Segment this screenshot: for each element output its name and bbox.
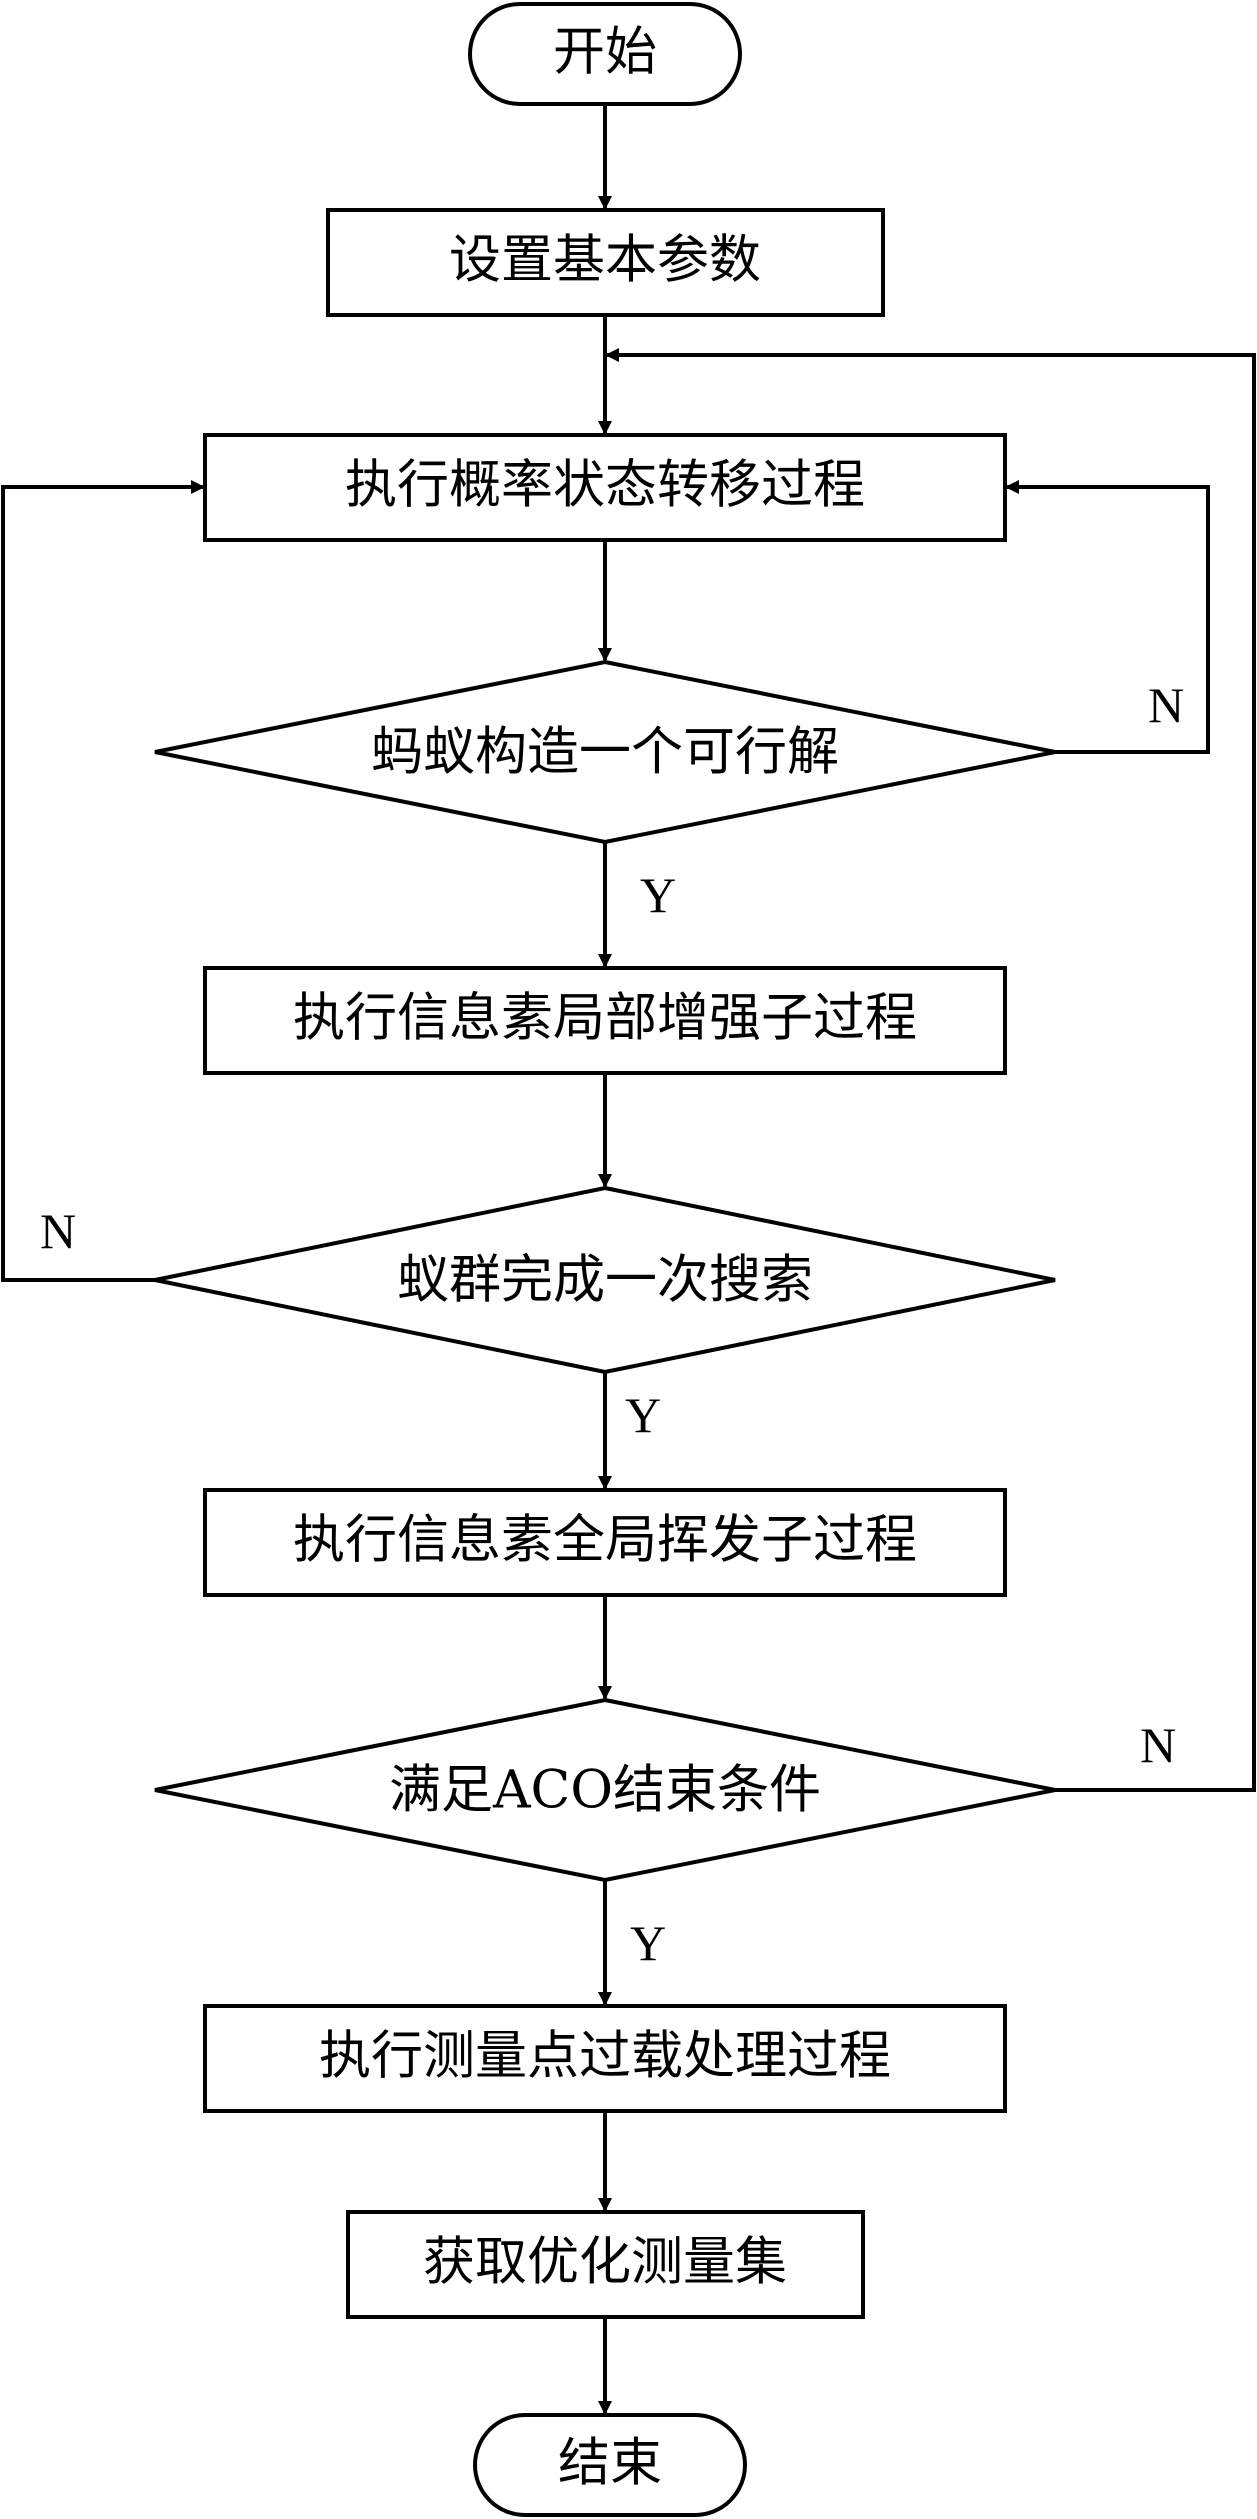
set-params-node: 设置基本参数: [326, 208, 885, 317]
overload-process-node: 执行测量点过载处理过程: [203, 2004, 1007, 2113]
end-condition-yes-label: Y: [630, 1915, 666, 1971]
set-params-label: 设置基本参数: [449, 231, 761, 291]
construct-solution-node: 蚂蚁构造一个可行解: [154, 659, 1056, 845]
overload-process-label: 执行测量点过载处理过程: [319, 2027, 891, 2087]
colony-yes-label: Y: [625, 1387, 661, 1443]
global-evaporate-label: 执行信息素全局挥发子过程: [293, 1511, 917, 1571]
end-condition-label: 满足ACO结束条件: [389, 1761, 821, 1821]
get-measure-set-node: 获取优化测量集: [346, 2210, 865, 2319]
end-node: 结束: [473, 2413, 747, 2517]
global-evaporate-node: 执行信息素全局挥发子过程: [203, 1488, 1007, 1597]
colony-no-label: N: [40, 1203, 76, 1259]
end-condition-no-label: N: [1140, 1717, 1176, 1773]
end-condition-node: 满足ACO结束条件: [154, 1697, 1056, 1883]
start-node: 开始: [468, 2, 742, 106]
local-enhance-node: 执行信息素局部增强子过程: [203, 966, 1007, 1075]
get-measure-set-label: 获取优化测量集: [423, 2233, 787, 2293]
construct-no-label: N: [1148, 677, 1184, 733]
arrow-colony-no-loop: [1, 480, 205, 1282]
construct-solution-label: 蚂蚁构造一个可行解: [371, 723, 839, 783]
colony-search-label: 蚁群完成一次搜索: [397, 1251, 813, 1311]
state-transfer-node: 执行概率状态转移过程: [203, 433, 1007, 542]
arrow-construct-no-loop: [1005, 480, 1210, 754]
colony-search-node: 蚁群完成一次搜索: [154, 1185, 1056, 1375]
start-label: 开始: [553, 23, 657, 83]
end-label: 结束: [558, 2434, 662, 2494]
arrow-end-condition-no-loop: [605, 348, 1256, 1792]
construct-yes-label: Y: [640, 867, 676, 923]
local-enhance-label: 执行信息素局部增强子过程: [293, 989, 917, 1049]
state-transfer-label: 执行概率状态转移过程: [345, 456, 865, 516]
